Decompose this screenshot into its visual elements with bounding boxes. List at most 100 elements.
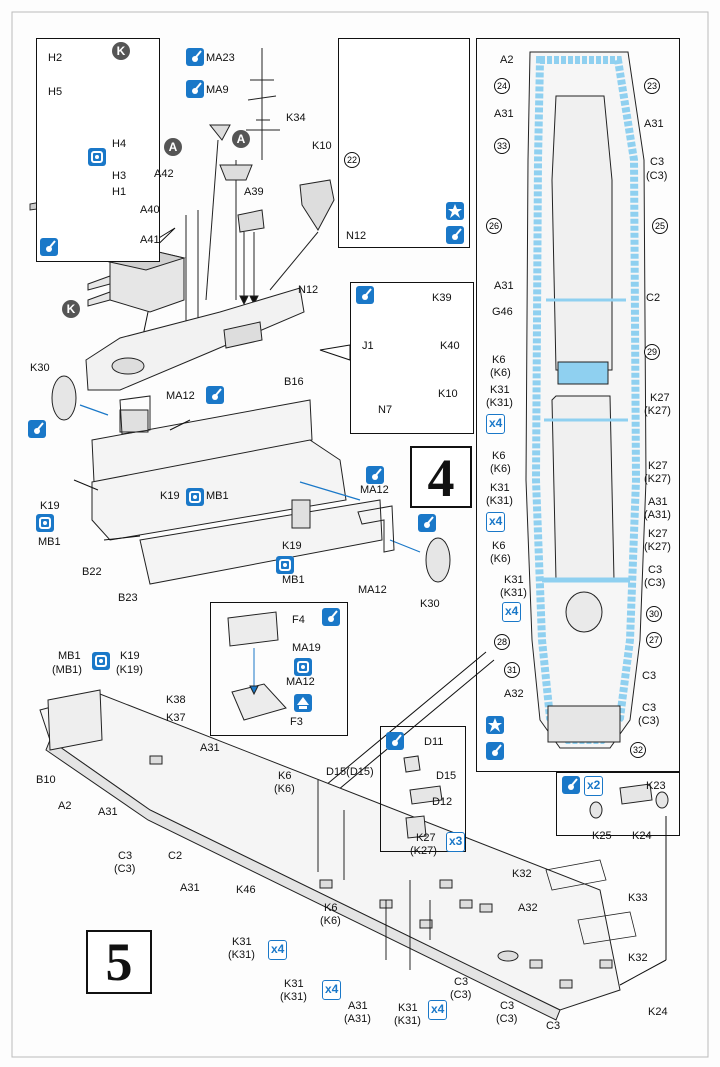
plan-c3-top-paren: (C3)	[646, 170, 668, 182]
s5-k32-a: K32	[512, 868, 532, 880]
plan-c3-bottom: C3	[642, 702, 657, 714]
s5-a32: A32	[518, 902, 538, 914]
plan-a31-left: A31	[494, 108, 514, 120]
paint-icon	[40, 238, 58, 256]
cement-icon	[294, 658, 312, 676]
callout-32: 32	[630, 742, 646, 758]
s5-c3: C3	[118, 850, 133, 862]
cement-icon	[186, 488, 204, 506]
callout-26: 26	[486, 218, 502, 234]
callout-33: 33	[494, 138, 510, 154]
s5-c3-c: C3	[500, 1000, 515, 1012]
marker-a-left: A	[164, 138, 182, 156]
label-b22: B22	[82, 566, 102, 578]
plan-k27-b-paren: (K27)	[644, 473, 671, 485]
plan-k6-a: K6	[492, 354, 506, 366]
s5-k31-a-paren: (K31)	[228, 949, 255, 961]
s5-k38: K38	[166, 694, 186, 706]
s5-k23: K23	[646, 780, 666, 792]
plan-a31-right: A31	[644, 118, 664, 130]
callout-22: 22	[344, 152, 360, 168]
label-k19-mid: K19	[160, 490, 180, 502]
s5-c3-paren: (C3)	[114, 863, 136, 875]
deck-n12	[85, 287, 305, 391]
label-a40: A40	[140, 204, 160, 216]
label-h4: H4	[112, 138, 127, 150]
plan-k6-a-paren: (K6)	[490, 367, 511, 379]
label-mb1-left: MB1	[38, 536, 61, 548]
plan-k31-a: K31	[490, 384, 510, 396]
label-f3: F3	[290, 716, 303, 728]
count-badge: x4	[322, 980, 342, 1000]
paint-icon	[386, 732, 404, 750]
s5-mb1-paren: (MB1)	[52, 664, 82, 676]
callout-24: 24	[494, 78, 510, 94]
paint-icon	[562, 776, 580, 794]
paint-icon	[186, 48, 204, 66]
s5-k37: K37	[166, 712, 186, 724]
deck-plan-frame	[476, 38, 680, 772]
plan-k6-b: K6	[492, 450, 506, 462]
label-n12: N12	[298, 284, 319, 296]
s5-k31-c: K31	[398, 1002, 418, 1014]
plan-k6-c: K6	[492, 540, 506, 552]
optional-icon	[294, 694, 312, 712]
count-badge: x4	[486, 512, 506, 532]
callout-29: 29	[644, 344, 660, 360]
label-h1: H1	[112, 186, 127, 198]
label-ma12-inset: MA12	[286, 676, 315, 688]
plan-k27-c: K27	[648, 528, 668, 540]
marker-k-top: K	[112, 42, 130, 60]
s5-k19: K19	[120, 650, 140, 662]
paint-icon	[28, 420, 46, 438]
label-n7: N7	[378, 404, 393, 416]
s5-k19-paren: (K19)	[116, 664, 143, 676]
label-k40: K40	[440, 340, 460, 352]
s5-k6-top-paren: (K6)	[274, 783, 295, 795]
count-badge: x4	[268, 940, 288, 960]
paint-icon	[356, 286, 374, 304]
label-a39: A39	[244, 186, 264, 198]
cement-icon	[276, 556, 294, 574]
main-turret-drawing	[87, 249, 186, 358]
plan-a31-low-paren: (A31)	[644, 509, 671, 521]
s5-k31-b-paren: (K31)	[280, 991, 307, 1003]
marker-a-right: A	[232, 130, 250, 148]
s5-k25: K25	[592, 830, 612, 842]
callout-25: 25	[652, 218, 668, 234]
s5-c3-b-paren: (C3)	[450, 989, 472, 1001]
label-ma23: MA23	[206, 52, 235, 64]
plan-c3-top: C3	[650, 156, 665, 168]
plan-g46: G46	[492, 306, 513, 318]
s5-d11: D11	[424, 736, 444, 748]
count-badge: x2	[584, 776, 604, 796]
plan-k31-b-paren: (K31)	[486, 495, 513, 507]
paint-icon	[186, 80, 204, 98]
cement-icon	[92, 652, 110, 670]
paint-icon	[366, 466, 384, 484]
plan-k27-b: K27	[648, 460, 668, 472]
s5-d15-paren: D15(D15)	[326, 766, 374, 778]
s5-k6-mid-paren: (K6)	[320, 915, 341, 927]
deck-plan	[525, 51, 647, 749]
count-badge: x4	[502, 602, 522, 622]
label-h2: H2	[48, 52, 63, 64]
s5-b10: B10	[36, 774, 56, 786]
plan-c3-bottom-paren: (C3)	[638, 715, 660, 727]
count-badge: x4	[486, 414, 506, 434]
paint-icon	[446, 226, 464, 244]
plan-k6-c-paren: (K6)	[490, 553, 511, 565]
s5-mb1: MB1	[58, 650, 81, 662]
s5-d12: D12	[432, 796, 453, 808]
s5-a31-mid: A31	[180, 882, 200, 894]
plan-a2: A2	[500, 54, 514, 66]
label-k30-right: K30	[420, 598, 440, 610]
cement-icon	[88, 148, 106, 166]
s5-c3-b: C3	[454, 976, 469, 988]
label-k34: K34	[286, 112, 306, 124]
callout-30: 30	[646, 606, 662, 622]
label-k19-low: K19	[282, 540, 302, 552]
plan-c3-low: C3	[642, 670, 657, 682]
